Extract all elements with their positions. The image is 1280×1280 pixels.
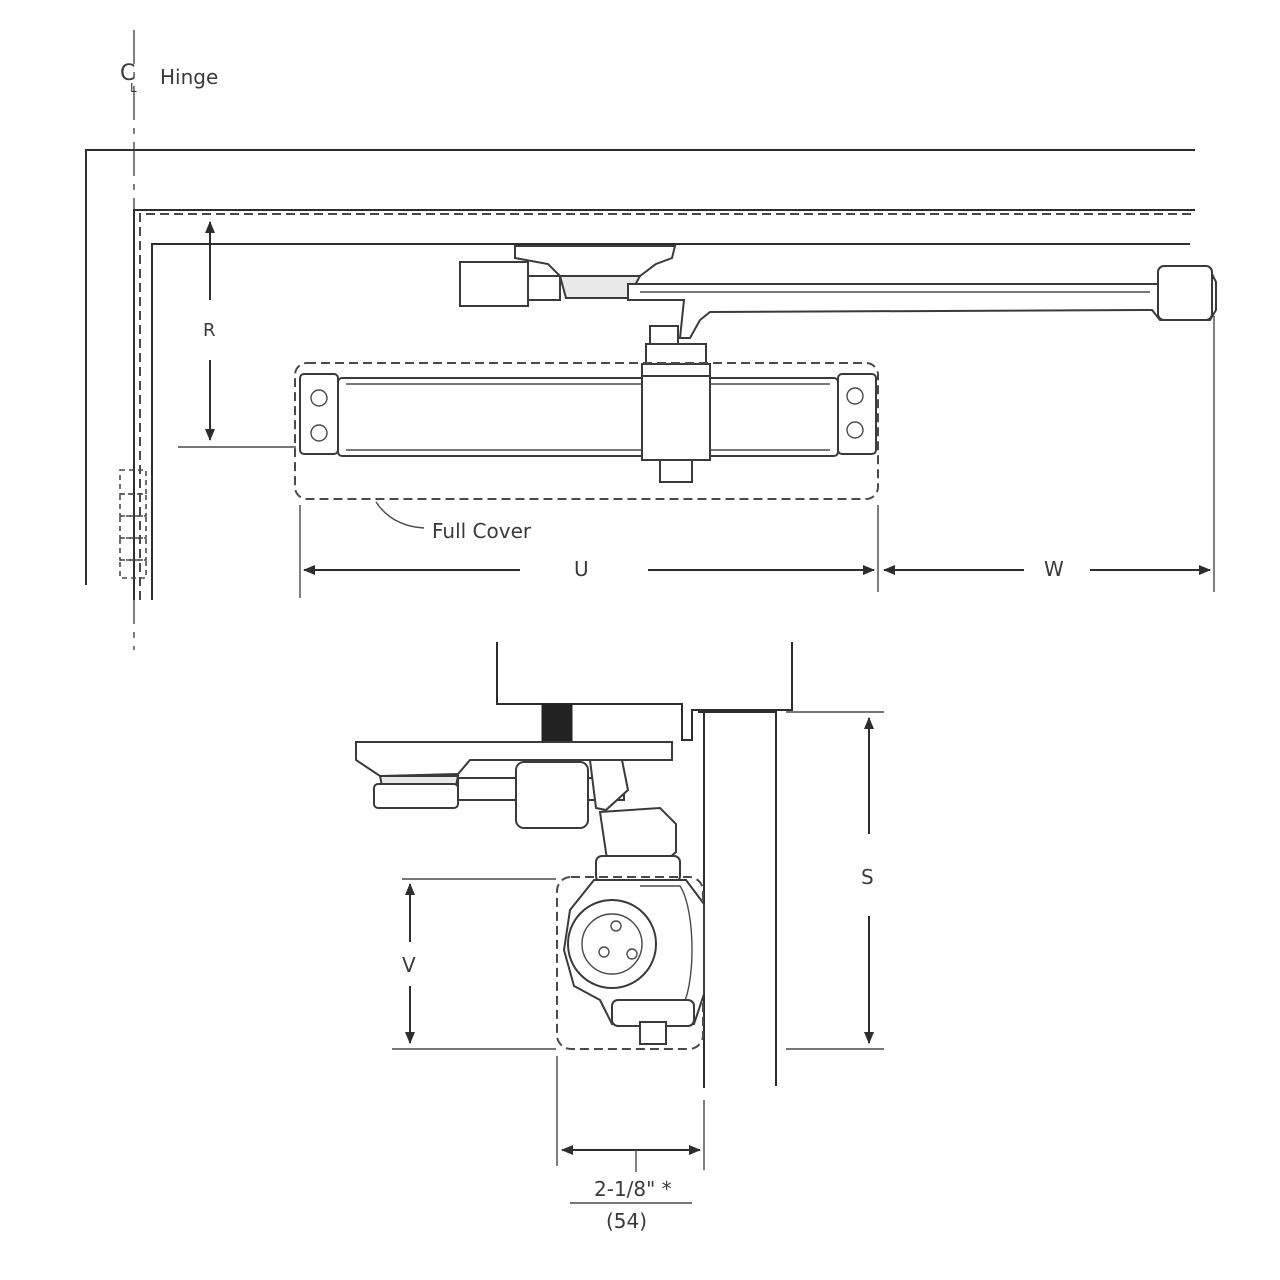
- full-cover-label: Full Cover: [432, 519, 532, 543]
- closer-body-side: [562, 879, 705, 1045]
- side-view: S V 2-1/8" * (54): [355, 642, 884, 1233]
- dim-s-label: S: [861, 865, 874, 889]
- full-cover-outline: [294, 362, 879, 500]
- door-frame: [85, 149, 1195, 600]
- dim-width-inches: 2-1/8" *: [594, 1177, 672, 1201]
- full-cover-leader: [375, 501, 425, 529]
- centerline-symbol: C: [120, 61, 135, 86]
- hinge-label: Hinge: [160, 65, 218, 89]
- main-arm: [627, 265, 1217, 339]
- dim-v: [392, 878, 556, 1050]
- dim-width-mm: (54): [606, 1209, 647, 1233]
- dim-v-label: V: [402, 953, 416, 977]
- door-slab: [698, 711, 777, 1088]
- dim-width: [556, 1056, 705, 1204]
- dim-w: [883, 316, 1215, 592]
- mounting-screw: [541, 703, 573, 743]
- frame-header: [496, 642, 793, 741]
- dim-r: [178, 221, 296, 448]
- top-view: C L Hinge: [85, 30, 1217, 650]
- hinge-knuckles: [119, 469, 147, 579]
- dim-s: [786, 711, 884, 1050]
- centerline-subscript: L: [130, 81, 137, 95]
- closer-body: [299, 373, 877, 483]
- dim-r-label: R: [203, 320, 216, 341]
- pinion-side: [595, 806, 681, 883]
- dim-w-label: W: [1044, 557, 1064, 581]
- arm-shoe-side: [355, 741, 673, 829]
- dim-u-label: U: [574, 557, 589, 581]
- dim-u: [299, 505, 879, 598]
